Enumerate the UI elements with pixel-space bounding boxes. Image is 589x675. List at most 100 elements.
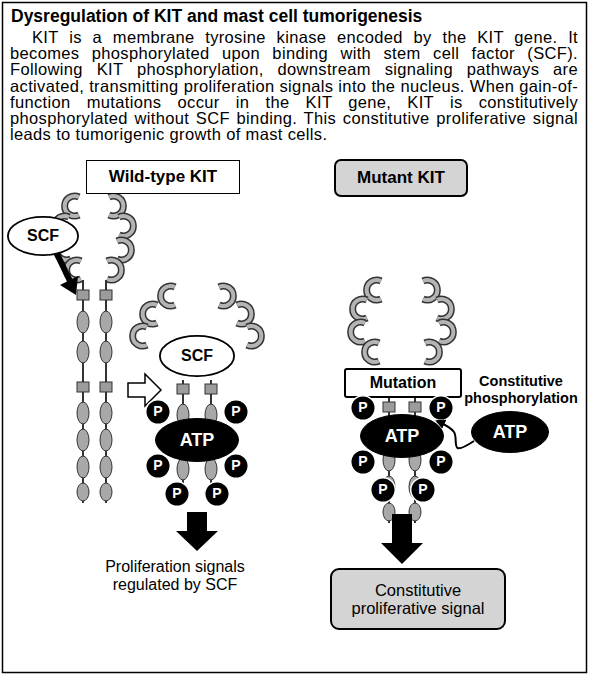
- phosphate-circle: P: [204, 481, 230, 507]
- phosphate-circle-shape: [146, 400, 171, 425]
- unbound-receptor: [100, 290, 112, 300]
- figure-title: Dysregulation of KIT and mast cell tumor…: [11, 6, 581, 26]
- phosphate-circle-shape: [146, 454, 171, 479]
- binding-arrow: [57, 254, 70, 281]
- mutation-box: Mutation: [344, 368, 462, 398]
- node-text: P: [231, 458, 240, 474]
- node-text: P: [436, 454, 445, 470]
- atp-ellipse: ATP: [471, 411, 549, 453]
- node-text: P: [212, 486, 221, 502]
- ligand-ellipse-shape: [8, 217, 78, 255]
- node-text: P: [358, 400, 367, 416]
- unbound-receptor: [107, 260, 121, 280]
- bound-receptor: [219, 286, 233, 306]
- atp-ellipse-shape: [361, 415, 444, 458]
- phosphate-circle-shape: [224, 400, 249, 425]
- phosphate-circle-shape: [165, 482, 190, 507]
- unbound-receptor: [100, 341, 112, 363]
- node-text: SCF: [27, 227, 59, 245]
- bound-receptor: [247, 326, 261, 346]
- unbound-receptor: [117, 240, 131, 260]
- phosphate-circle: P: [145, 453, 171, 479]
- unbound-receptor: [77, 378, 89, 503]
- description-text: KIT is a membrane tyrosine kinase encode…: [10, 29, 578, 142]
- ligand-ellipse: SCF: [159, 335, 235, 377]
- phosphate-circle-shape: [224, 454, 249, 479]
- binding-arrow: [60, 276, 78, 295]
- atp-ellipse-shape: [156, 419, 239, 462]
- outcome-text: Proliferation signals regulated by SCF: [72, 558, 278, 594]
- mutant-receptor: [351, 322, 365, 342]
- phosphate-circle: P: [164, 481, 190, 507]
- mutant-receptor: [367, 280, 381, 300]
- atp-ellipse: ATP: [360, 414, 444, 458]
- node-text: Mutant KIT: [357, 168, 445, 187]
- unbound-receptor: [77, 290, 89, 300]
- cycle-arrow: [437, 421, 474, 448]
- phosphate-circle-shape: [429, 396, 454, 421]
- unbound-receptor: [77, 311, 89, 333]
- phosphate-circle: P: [350, 395, 376, 421]
- node-text: P: [358, 454, 367, 470]
- unbound-receptor: [100, 378, 112, 503]
- phosphate-circle: P: [370, 477, 396, 503]
- phosphate-circle-shape: [429, 450, 454, 475]
- phosphate-circle-shape: [351, 396, 376, 421]
- phosphate-circle: P: [428, 449, 454, 475]
- phosphate-circle-shape: [371, 478, 396, 503]
- unbound-receptor: [119, 216, 133, 236]
- bound-receptor: [143, 304, 157, 324]
- node-text: P: [231, 404, 240, 420]
- node-text: Mutation: [370, 374, 437, 392]
- mutant-receptor: [365, 342, 379, 362]
- phosphate-circle: P: [350, 449, 376, 475]
- node-text: ATP: [180, 430, 215, 450]
- node-text: P: [436, 400, 445, 416]
- bound-receptor: [161, 286, 175, 306]
- panel-heading-box: Mutant KIT: [334, 159, 468, 197]
- process-note: Constitutive phosphorylation: [456, 373, 586, 407]
- node-text: P: [153, 404, 162, 420]
- binding-arrow: [57, 254, 78, 295]
- unbound-receptor: [100, 311, 112, 333]
- ligand-ellipse: SCF: [7, 216, 79, 256]
- node-text: P: [418, 482, 427, 498]
- signal-arrow: [381, 514, 423, 564]
- node-text: SCF: [181, 347, 213, 365]
- ligand-ellipse-shape: [160, 336, 234, 376]
- mutant-receptor: [439, 322, 453, 342]
- phosphate-circle: P: [410, 477, 436, 503]
- phosphate-circle: P: [428, 395, 454, 421]
- node-text: ATP: [385, 426, 420, 446]
- atp-ellipse-shape: [472, 412, 549, 453]
- phosphate-circle: P: [145, 399, 171, 425]
- mutant-receptor: [353, 299, 367, 319]
- mutant-receptor: [437, 299, 451, 319]
- atp-ellipse: ATP: [155, 418, 239, 462]
- signal-arrow: [176, 512, 218, 551]
- node-text: Constitutive proliferative signal: [338, 581, 498, 618]
- mutant-receptor: [423, 280, 437, 300]
- phosphate-circle: P: [223, 399, 249, 425]
- phosphate-circle-shape: [351, 450, 376, 475]
- phosphate-circle: P: [223, 453, 249, 479]
- node-text: P: [172, 486, 181, 502]
- bound-receptor: [133, 326, 147, 346]
- mutant-receptor: [351, 280, 454, 523]
- unbound-receptor: [77, 341, 89, 363]
- mutant-receptor: [425, 342, 439, 362]
- phosphate-circle-shape: [411, 478, 436, 503]
- node-text: P: [378, 482, 387, 498]
- node-text: P: [153, 458, 162, 474]
- figure-border: [3, 3, 587, 673]
- outcome-box: Constitutive proliferative signal: [330, 568, 506, 630]
- bound-receptor: [237, 304, 251, 324]
- phosphate-circle-shape: [205, 482, 230, 507]
- node-text: ATP: [493, 422, 528, 442]
- node-text: Wild-type KIT: [109, 167, 217, 186]
- bound-receptor: [133, 286, 262, 505]
- panel-heading-box: Wild-type KIT: [86, 160, 240, 194]
